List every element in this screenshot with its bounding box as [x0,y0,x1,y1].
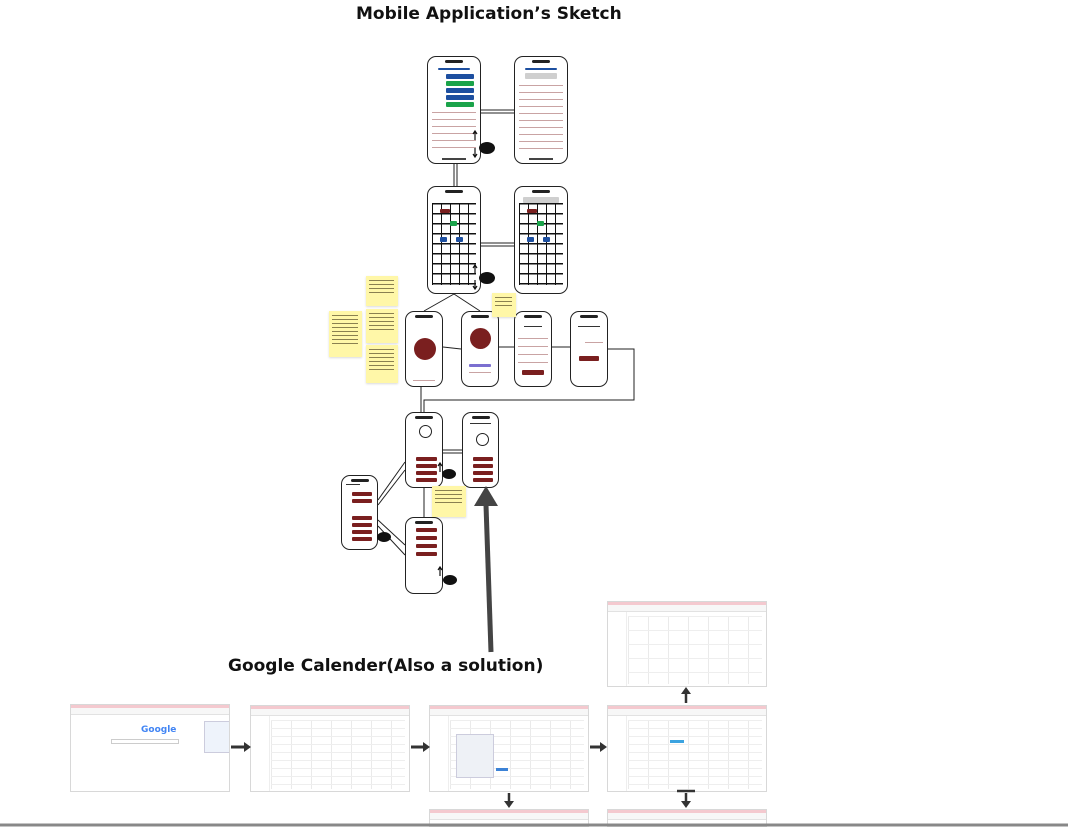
connector-line [481,242,514,247]
arrow-up-icon [681,687,691,703]
hand-gesture-icon [377,532,391,542]
screenshot-gcal-week [250,705,410,792]
connector-line [442,346,514,350]
screenshot-gcal-month [607,601,767,687]
phone-task-list-search [514,56,568,164]
phone-calendar-grid [427,186,481,294]
connector-line [443,449,462,454]
screenshot-gcal-event-dialog [429,705,589,792]
connector-line [377,461,406,506]
sticky-note [432,486,466,517]
arrow-right-icon [411,742,430,752]
sticky-note [492,293,516,317]
phone-settings-detail [405,517,443,594]
hand-gesture-icon [472,263,495,291]
phone-create-account [514,311,552,387]
phone-profile [405,412,443,488]
phone-splash [405,311,443,387]
phone-task-list [427,56,481,164]
sticky-note [366,345,398,383]
screenshot-gcal-bottom-1 [429,809,589,827]
hand-gesture-icon [437,461,456,479]
phone-settings [341,475,378,550]
connector-line [423,293,481,312]
sticky-note [366,309,398,343]
arrow-down-icon [677,789,695,808]
connector-line [481,109,514,114]
phone-calendar-grid-search [514,186,568,294]
phone-verification [570,311,608,387]
hand-gesture-icon [472,129,495,159]
arrow-up-icon [474,486,498,653]
google-logo-icon: Google [141,725,177,735]
hand-gesture-icon [437,565,457,585]
connector-line [453,164,458,186]
main-title: Mobile Application’s Sketch [356,4,622,24]
screenshot-gcal-event-created [607,705,767,792]
sticky-note [366,276,398,306]
google-calendar-title: Google Calender(Also a solution) [228,656,544,676]
connector-line [423,348,635,412]
phone-profile-alt [462,412,499,488]
sticky-note [329,311,362,357]
screenshot-google-home: Google [70,704,230,792]
arrow-right-icon [590,742,607,752]
connector-line [377,519,406,556]
arrow-down-icon [504,793,514,808]
arrow-right-icon [231,742,251,752]
phone-login [461,311,499,387]
